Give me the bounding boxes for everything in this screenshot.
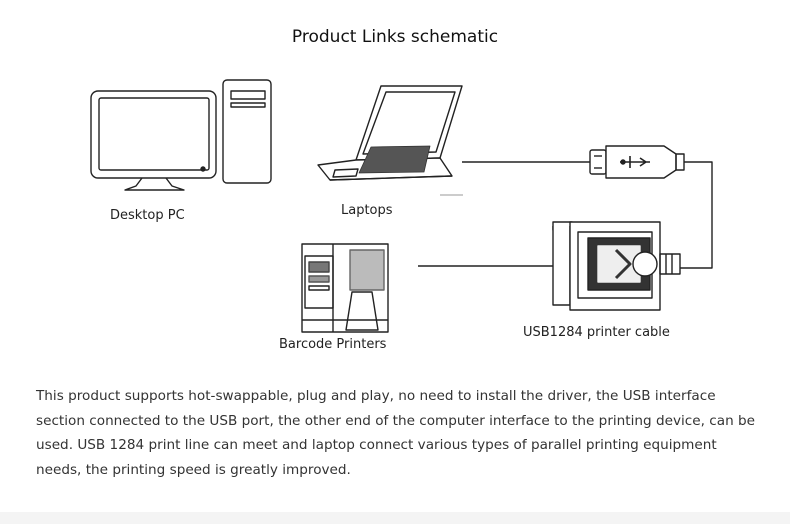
usb-plug-icon — [589, 145, 685, 179]
barcode-printer-icon — [301, 243, 389, 333]
diagram-title: Product Links schematic — [291, 27, 499, 47]
desktop-pc-label: Desktop PC — [110, 208, 185, 223]
bottom-band — [0, 512, 790, 524]
parallel-connector-icon — [552, 221, 681, 311]
usb-cable-label: USB1284 printer cable — [523, 325, 670, 340]
desktop-tower-icon — [222, 79, 272, 184]
laptop-icon — [317, 85, 463, 196]
connection-lines — [418, 161, 713, 269]
barcode-printers-label: Barcode Printers — [279, 337, 387, 352]
product-description: This product supports hot-swappable, plu… — [36, 388, 755, 478]
schematic-diagram — [90, 79, 713, 333]
desktop-monitor-icon — [90, 90, 217, 191]
laptops-label: Laptops — [341, 203, 393, 218]
